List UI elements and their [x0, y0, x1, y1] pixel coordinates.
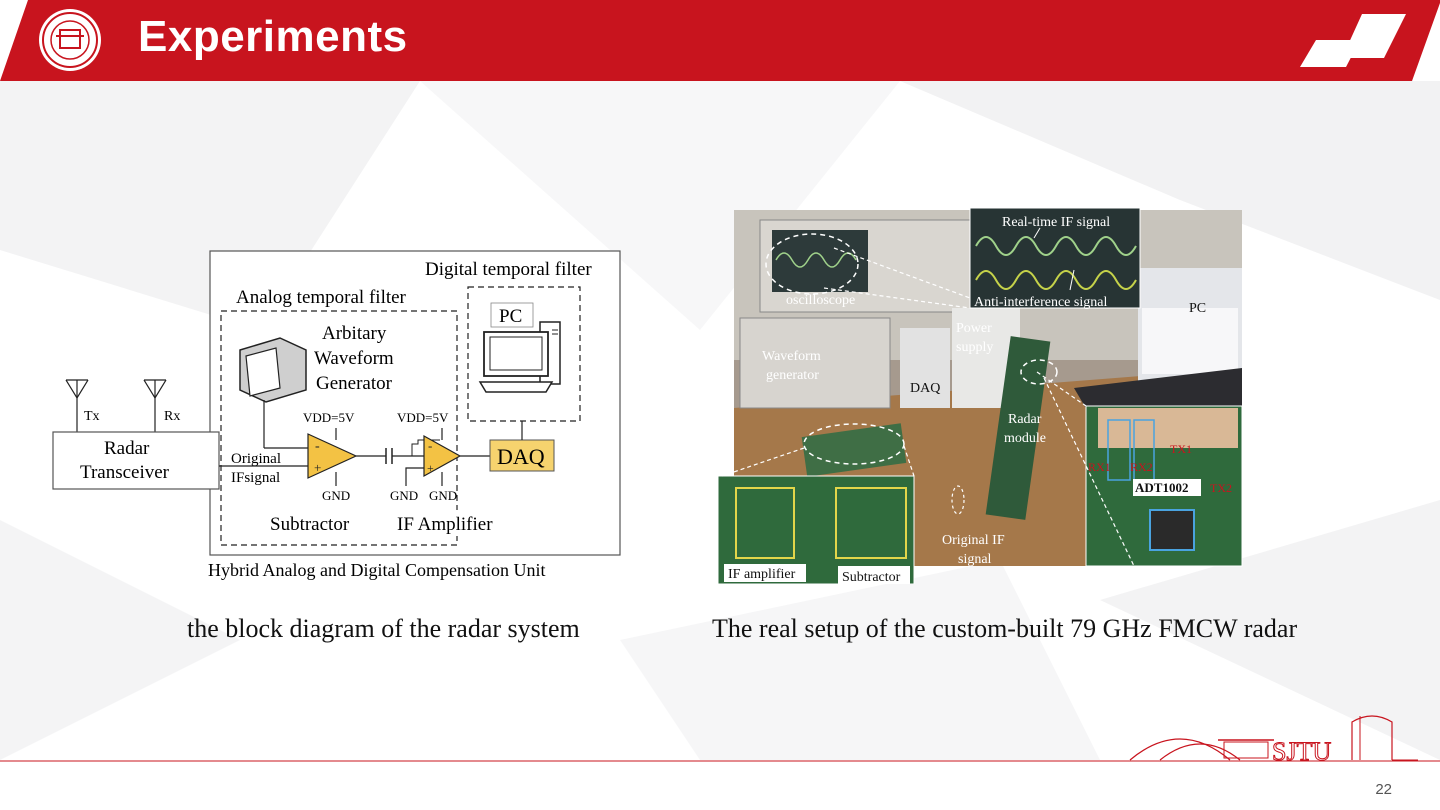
left-caption: the block diagram of the radar system [187, 614, 580, 643]
subtractor-opamp-icon [307, 433, 358, 479]
photo-if-amplifier-label: IF amplifier [728, 567, 796, 582]
power-supply-line1: Power [956, 321, 992, 336]
vdd2-label: VDD=5V [397, 410, 449, 425]
original-if-line1: Original [231, 451, 281, 467]
right-caption: The real setup of the custom-built 79 GH… [712, 614, 1298, 643]
block-diagram: Digital temporal filter Analog temporal … [52, 250, 621, 580]
tx2-label: TX2 [1210, 481, 1232, 495]
header-bar [0, 0, 1440, 81]
vdd1-label: VDD=5V [303, 410, 355, 425]
svg-text:-: - [315, 439, 320, 454]
gnd2-label: GND [390, 488, 418, 503]
photo-daq-label: DAQ [910, 381, 940, 396]
oscilloscope-label: oscilloscope [786, 293, 855, 308]
radar-label-line2: Transceiver [80, 462, 170, 483]
rx-label: Rx [164, 409, 180, 424]
original-if-photo-line1: Original IF [942, 533, 1005, 548]
anti-interference-label: Anti-interference signal [974, 295, 1107, 310]
rx-antenna-icon [143, 379, 167, 432]
photo-pc-label: PC [1189, 301, 1206, 316]
compensation-unit-label: Hybrid Analog and Digital Compensation U… [208, 560, 545, 580]
analog-filter-label: Analog temporal filter [236, 287, 407, 308]
sjtu-logo-text: SJTU [1272, 737, 1331, 766]
digital-filter-box [467, 286, 581, 422]
svg-text:+: + [314, 460, 321, 475]
analog-filter-box [220, 310, 458, 546]
if-amplifier-label: IF Amplifier [397, 514, 493, 535]
svg-text:-: - [428, 438, 432, 453]
if-amplifier-opamp-icon [423, 434, 462, 478]
chip-label: ADT1002 [1135, 480, 1188, 495]
gnd3-label: GND [429, 488, 457, 503]
page-title: Experiments [138, 12, 408, 61]
photo-subtractor-label: Subtractor [842, 570, 901, 584]
logo-shape-right [1342, 14, 1406, 58]
awg-label-line2: Waveform [314, 348, 394, 369]
logo-shape-left [1300, 40, 1360, 67]
waveform-generator-line2: generator [766, 368, 819, 383]
original-if-photo-line2: signal [958, 552, 992, 567]
waveform-generator-line1: Waveform [762, 349, 821, 364]
gnd1-label: GND [322, 488, 350, 503]
original-if-line2: IFsignal [231, 470, 280, 486]
tx-label: Tx [84, 409, 100, 424]
page-number: 22 [1375, 781, 1392, 798]
radar-label-line1: Radar [104, 438, 150, 459]
awg-label-line1: Arbitary [322, 323, 387, 344]
waveform-inset [969, 208, 1141, 309]
svg-text:+: + [427, 461, 434, 475]
sjtu-footer-logo: SJTU [1129, 715, 1418, 766]
tx-antenna-icon [65, 379, 89, 432]
subtractor-label: Subtractor [270, 514, 350, 535]
radar-module-line2: module [1004, 431, 1046, 446]
digital-filter-label: Digital temporal filter [425, 259, 592, 280]
pc-label: PC [499, 306, 522, 327]
setup-photo: Real-time IF signal oscilloscope Anti-in… [717, 208, 1243, 584]
awg-label-line3: Generator [316, 373, 393, 394]
waveform-generator-icon [239, 337, 307, 403]
rx1-label: RX1 [1088, 460, 1111, 474]
tx1-label: TX1 [1170, 442, 1192, 456]
power-supply-line2: supply [956, 340, 993, 355]
pc-icon [478, 321, 561, 393]
university-emblem-icon [39, 9, 101, 71]
daq-label: DAQ [497, 444, 545, 469]
daq-box [489, 439, 555, 472]
rx2-label: RX2 [1130, 460, 1153, 474]
radar-transceiver-box [52, 431, 220, 490]
radar-module-line1: Radar [1008, 412, 1042, 427]
realtime-if-label: Real-time IF signal [1002, 215, 1110, 230]
